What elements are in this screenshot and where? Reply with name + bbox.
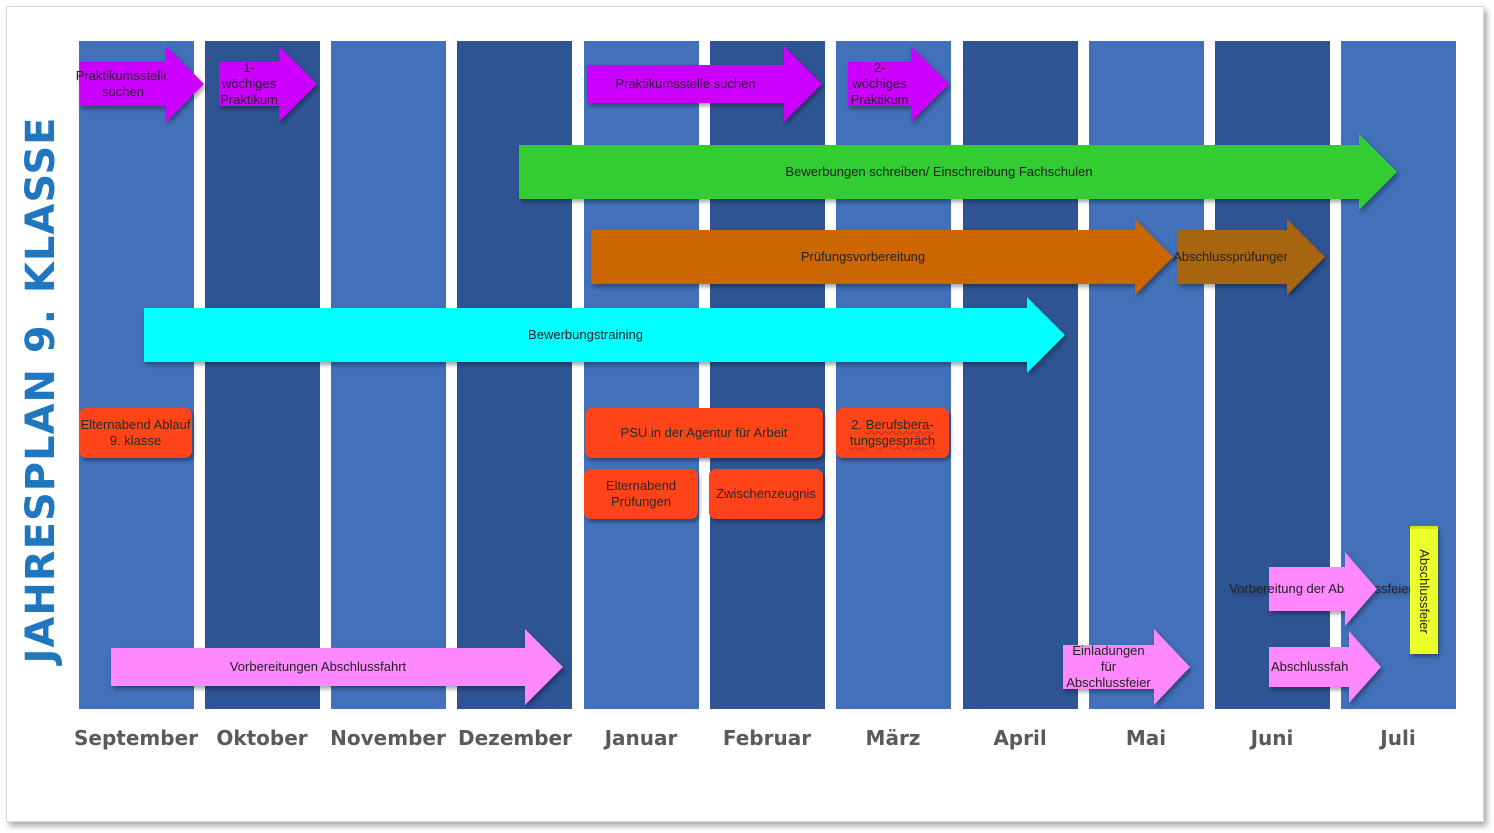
arrow-praktikumsstelle-suchen-2: Praktikumsstelle suchen xyxy=(587,46,822,122)
month-label: Februar xyxy=(722,726,812,750)
arrow-pruefungsvorbereitung: Prüfungsvorbereitung xyxy=(591,219,1173,295)
month-label: Januar xyxy=(604,726,678,750)
arrow-bewerbungen-schreiben: Bewerbungen schreiben/ Einschreibung Fac… xyxy=(519,134,1397,210)
arrow-abschlussfahrt: Abschlussfahrt xyxy=(1269,631,1381,703)
box-zwischenzeugnis: Zwischenzeugnis xyxy=(709,469,823,519)
arrow-einladungen-abschlussfeier: Einladungen für Abschlussfeier xyxy=(1063,629,1190,705)
box-berufsberatung: 2. Berufsbera-tungsgespräch xyxy=(836,408,949,458)
box-psu-agentur: PSU in der Agentur für Arbeit xyxy=(585,408,823,458)
arrow-vorbereitungen-abschlussfahrt: Vorbereitungen Abschlussfahrt xyxy=(111,629,563,705)
page-title: JAHRESPLAN 9. KLASSE xyxy=(18,116,64,664)
month-label: April xyxy=(993,726,1047,750)
box-elternabend-ablauf: Elternabend Ablauf 9. klasse xyxy=(79,408,192,458)
column-september xyxy=(79,41,194,709)
column-oktober xyxy=(205,41,320,709)
arrow-praktikumsstelle-suchen-1: Praktikumsstelle suchen xyxy=(76,46,204,122)
column-november xyxy=(331,41,446,709)
arrow-praktikum-2: 2-wöchiges Praktikum xyxy=(848,46,949,122)
arrow-praktikum-1: 1-wöchiges Praktikum xyxy=(219,46,317,122)
box-abschlussfeier: Abschlussfeier xyxy=(1410,526,1438,654)
month-label: Oktober xyxy=(216,726,308,750)
month-label: November xyxy=(330,726,446,750)
month-label: September xyxy=(74,726,198,750)
arrow-bewerbungstraining: Bewerbungstraining xyxy=(144,297,1065,373)
month-label: Juli xyxy=(1380,726,1416,750)
month-label: Dezember xyxy=(458,726,572,750)
month-label: Mai xyxy=(1125,726,1167,750)
month-label: Juni xyxy=(1250,726,1294,750)
month-label: März xyxy=(865,726,921,750)
arrow-vorbereitung-abschlussfeier: Vorbereitung der Abschlussfeier xyxy=(1229,552,1413,626)
box-elternabend-pruefungen: Elternabend Prüfungen xyxy=(584,469,698,519)
arrow-abschlusspruefungen: Abschlussprüfungen xyxy=(1173,219,1325,295)
